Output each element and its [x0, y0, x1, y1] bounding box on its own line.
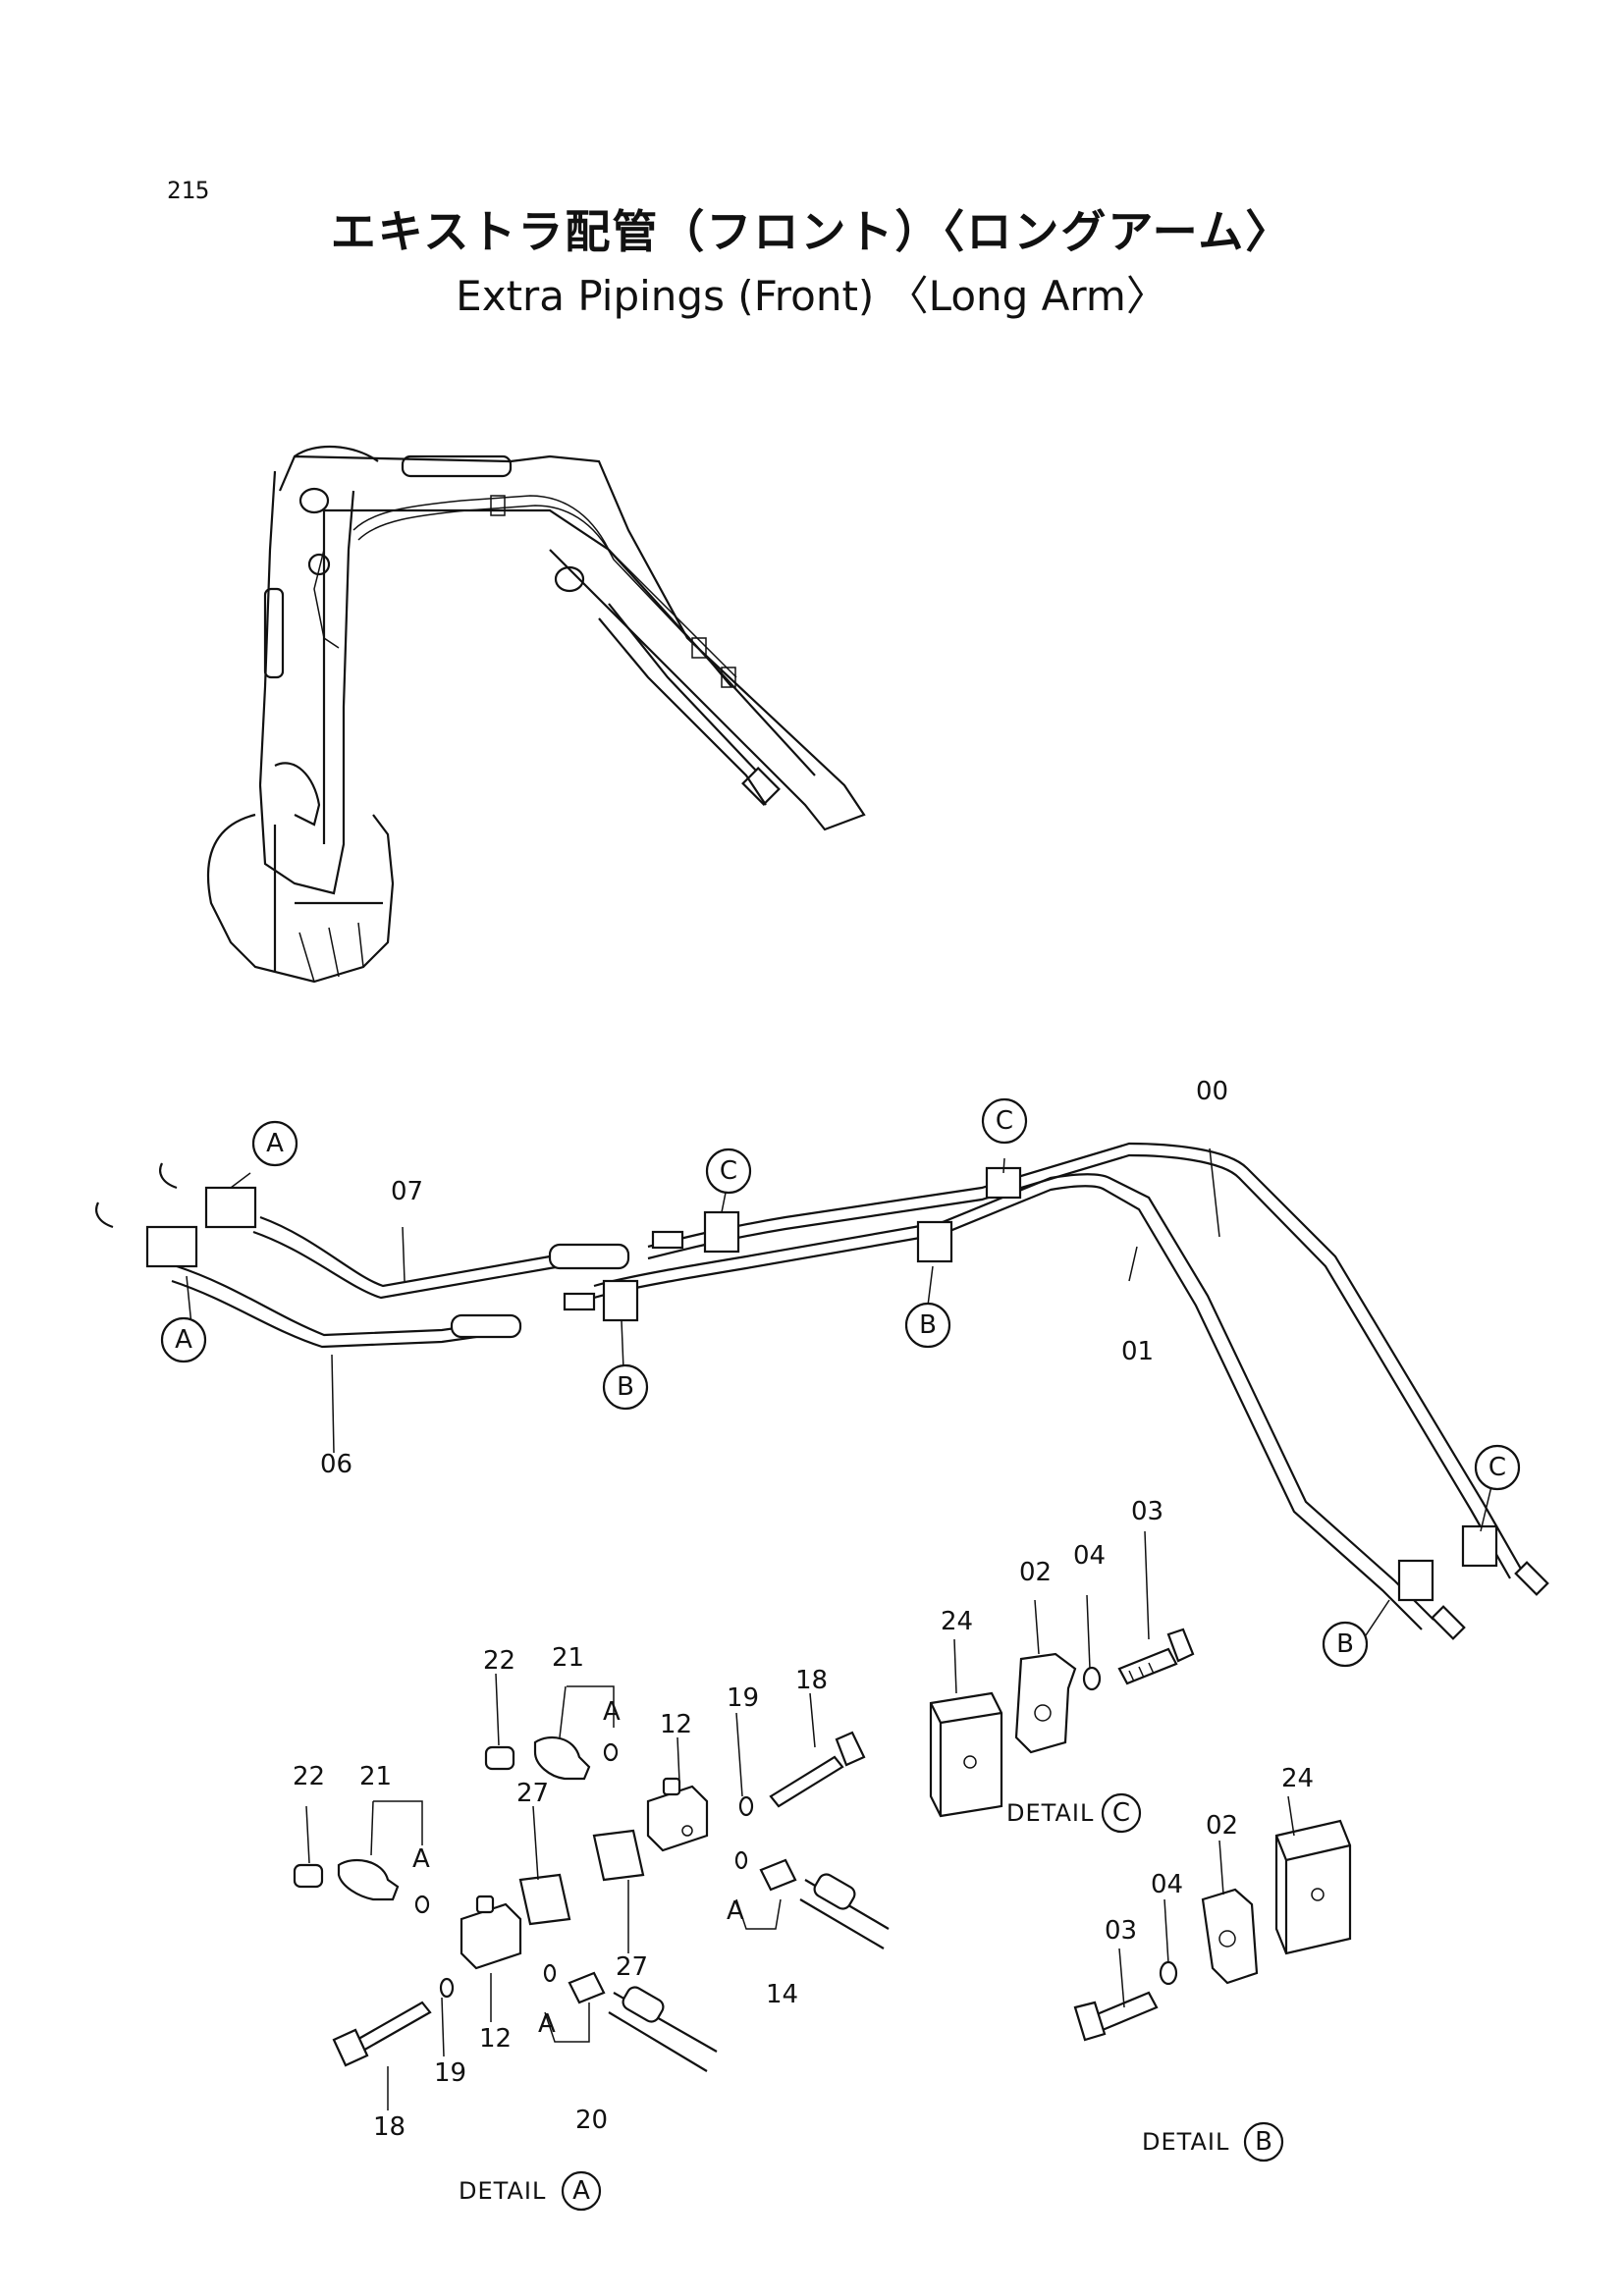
piping-assembly	[95, 1142, 1549, 1645]
callout-b-letter: B	[617, 1372, 634, 1402]
detail-a-word: DETAIL	[459, 2177, 546, 2205]
callout-c-right: C	[1474, 1444, 1521, 1491]
callout-c-left: C	[705, 1148, 752, 1195]
excavator-front-illustration	[206, 445, 866, 984]
detail-a-callout-a-bottom: A	[538, 2009, 556, 2039]
callout-a-top: A	[251, 1120, 298, 1167]
callout-b-letter: B	[919, 1310, 937, 1340]
detail-a-callout-a-lower: A	[412, 1844, 430, 1874]
detail-b-parts	[1073, 1795, 1352, 2042]
detail-c-word: DETAIL	[1006, 1799, 1094, 1827]
detail-b-part-label-24: 24	[1281, 1764, 1314, 1793]
detail-b-letter: B	[1255, 2127, 1272, 2157]
detail-a-part-label-27-lower: 27	[616, 1952, 648, 1982]
detail-a-part-label-21-lower: 21	[359, 1762, 392, 1791]
callout-a-letter: A	[266, 1129, 284, 1158]
callout-a-letter: A	[175, 1325, 192, 1355]
callout-b-right: B	[1322, 1621, 1369, 1668]
detail-a-part-label-19-upper: 19	[727, 1683, 759, 1713]
detail-a-letter: A	[572, 2176, 590, 2206]
part-label-06: 06	[320, 1450, 352, 1479]
part-label-00: 00	[1196, 1077, 1228, 1106]
detail-a-part-label-12-upper: 12	[660, 1710, 692, 1739]
detail-b-part-label-04: 04	[1151, 1870, 1183, 1899]
detail-b-part-label-02: 02	[1206, 1811, 1238, 1841]
detail-a-part-label-22-lower: 22	[293, 1762, 325, 1791]
detail-c-part-label-24: 24	[941, 1607, 973, 1636]
part-label-01: 01	[1121, 1337, 1154, 1366]
detail-c-caption: DETAIL C	[1006, 1792, 1142, 1834]
callout-a-bottom: A	[160, 1316, 207, 1363]
detail-b-caption: DETAIL B	[1142, 2121, 1284, 2163]
detail-b-part-label-03: 03	[1105, 1916, 1137, 1946]
callout-b-letter: B	[1336, 1629, 1354, 1659]
detail-a-part-label-12-lower: 12	[479, 2024, 512, 2054]
detail-a-part-label-27-upper: 27	[516, 1779, 549, 1808]
callout-c-letter: C	[1488, 1453, 1506, 1482]
detail-a-part-label-18-upper: 18	[795, 1666, 828, 1695]
title-japanese: エキストラ配管（フロント）〈ロングアーム〉	[330, 205, 1293, 258]
detail-a-part-label-22-upper: 22	[483, 1646, 515, 1676]
detail-a-part-label-14: 14	[766, 1980, 798, 2009]
detail-a-caption: DETAIL A	[459, 2170, 602, 2212]
part-label-07: 07	[391, 1177, 423, 1206]
detail-a-callout-a-upper: A	[603, 1697, 621, 1727]
callout-c-letter: C	[720, 1156, 737, 1186]
detail-c-part-label-02: 02	[1019, 1558, 1052, 1587]
callout-c-mid: C	[981, 1097, 1028, 1145]
detail-c-letter: C	[1112, 1798, 1130, 1828]
callout-b-mid: B	[904, 1302, 951, 1349]
detail-a-callout-a-right: A	[727, 1896, 744, 1926]
callout-b-left: B	[602, 1363, 649, 1411]
detail-c-part-label-03: 03	[1131, 1497, 1163, 1526]
detail-c-parts	[929, 1530, 1195, 1818]
detail-a-part-label-19-lower: 19	[434, 2058, 466, 2088]
detail-b-word: DETAIL	[1142, 2128, 1229, 2156]
page-number: 215	[167, 177, 210, 204]
detail-a-parts	[293, 1673, 890, 2110]
detail-a-part-label-18-lower: 18	[373, 2112, 406, 2142]
detail-a-part-label-20: 20	[575, 2106, 608, 2135]
callout-c-letter: C	[996, 1106, 1013, 1136]
title-english: Extra Pipings (Front) 〈Long Arm〉	[456, 272, 1167, 320]
detail-a-part-label-21-upper: 21	[552, 1643, 584, 1673]
detail-c-part-label-04: 04	[1073, 1541, 1106, 1571]
